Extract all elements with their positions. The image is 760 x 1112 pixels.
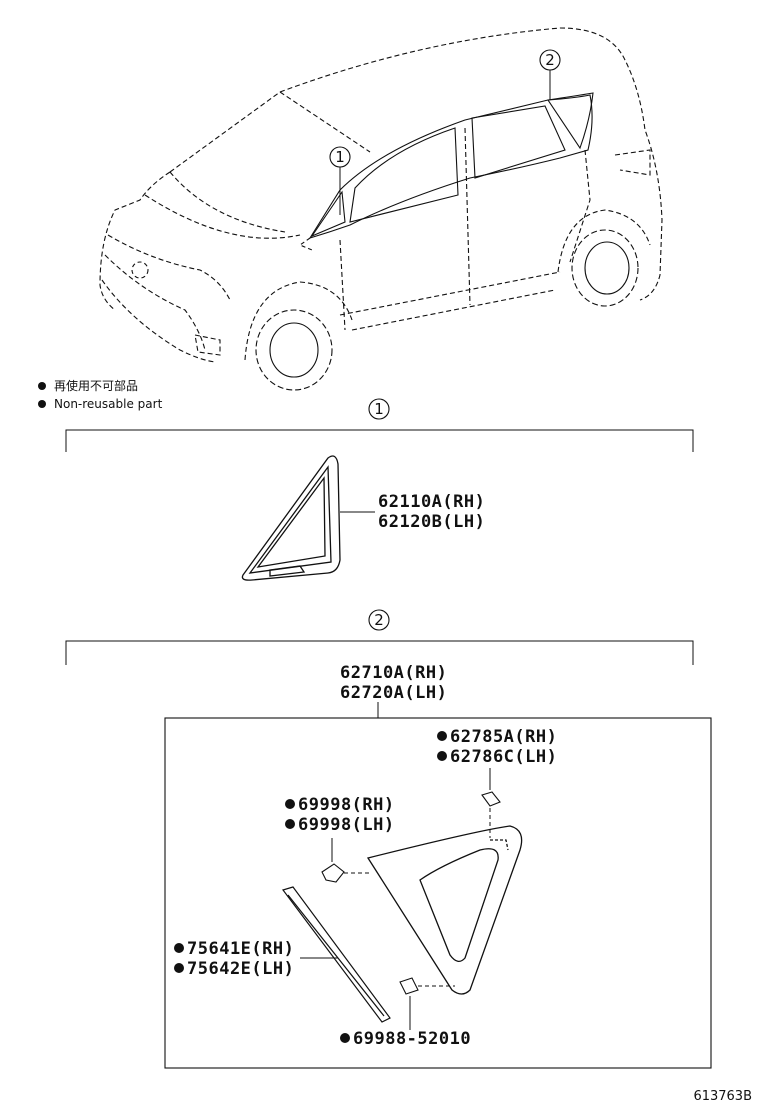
part-75641E-rh: 75641E(RH) bbox=[187, 939, 294, 959]
non-reusable-bullet-icon bbox=[174, 943, 184, 953]
non-reusable-bullet-icon bbox=[437, 751, 447, 761]
callout-2-label: 2 bbox=[545, 51, 555, 69]
callout-1-label: 1 bbox=[335, 148, 345, 166]
vehicle-illustration bbox=[99, 27, 663, 391]
part-69998-rh: 69998(RH) bbox=[298, 795, 395, 815]
assembly-box bbox=[164, 717, 712, 1069]
assy-62720A-lh: 62720A(LH) bbox=[340, 683, 447, 703]
clip-62785A bbox=[481, 791, 501, 807]
bullet-icon bbox=[38, 382, 46, 390]
section-2-number: 2 bbox=[374, 611, 384, 629]
section-1: 1 62110A(RH) 62120B(LH) bbox=[65, 398, 694, 581]
part-62785A-rh: 62785A(RH) bbox=[450, 727, 557, 747]
front-quarter-window bbox=[241, 455, 341, 581]
clip-69988 bbox=[399, 977, 419, 995]
part-69988-52010: 69988-52010 bbox=[353, 1029, 471, 1049]
section-1-number: 1 bbox=[374, 400, 384, 418]
legend: 再使用不可部品 Non-reusable part bbox=[38, 378, 163, 411]
non-reusable-bullet-icon bbox=[285, 799, 295, 809]
part-75642E-lh: 75642E(LH) bbox=[187, 959, 294, 979]
bullet-icon bbox=[38, 400, 46, 408]
part-62120B-lh: 62120B(LH) bbox=[378, 512, 485, 532]
quarter-window bbox=[366, 825, 523, 995]
non-reusable-bullet-icon bbox=[340, 1033, 350, 1043]
part-62786C-lh: 62786C(LH) bbox=[450, 747, 557, 767]
part-69998-lh: 69998(LH) bbox=[298, 815, 395, 835]
legend-jp: 再使用不可部品 bbox=[54, 378, 138, 393]
non-reusable-bullet-icon bbox=[437, 731, 447, 741]
seal-strip bbox=[282, 886, 391, 1023]
callout-1: 1 bbox=[329, 146, 351, 215]
non-reusable-bullet-icon bbox=[285, 819, 295, 829]
clip-69998 bbox=[321, 863, 345, 883]
callout-2: 2 bbox=[539, 49, 561, 100]
figure-id: 613763B bbox=[693, 1089, 752, 1104]
assy-62710A-rh: 62710A(RH) bbox=[340, 663, 447, 683]
section-2: 2 62710A(RH) 62720A(LH) 62785A(RH) 62786… bbox=[65, 609, 712, 1069]
non-reusable-bullet-icon bbox=[174, 963, 184, 973]
part-62110A-rh: 62110A(RH) bbox=[378, 492, 485, 512]
legend-en: Non-reusable part bbox=[54, 397, 163, 411]
